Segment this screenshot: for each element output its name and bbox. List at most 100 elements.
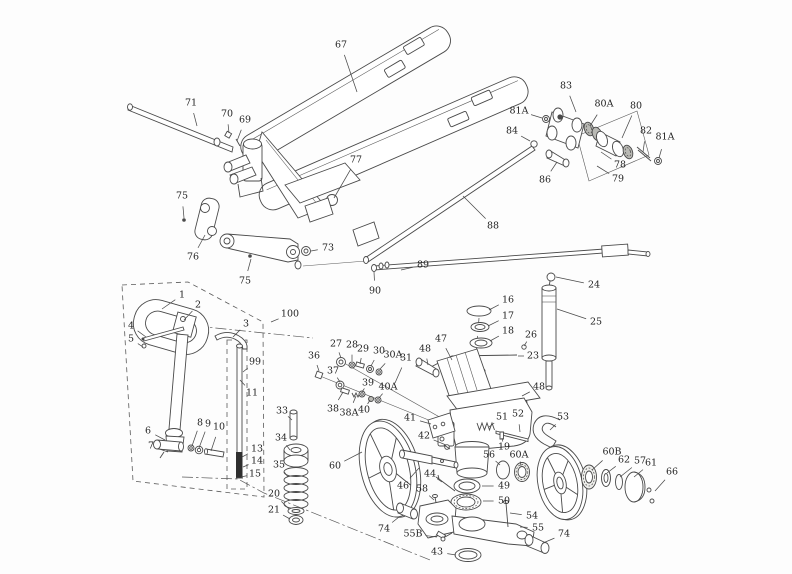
part-label-62: 62 bbox=[618, 455, 630, 466]
leader-line-37 bbox=[337, 378, 340, 382]
detail-outline-80 bbox=[577, 111, 649, 181]
bolt-54 bbox=[506, 503, 508, 527]
part-label-42: 42 bbox=[418, 431, 430, 442]
foot-bracket-right bbox=[353, 222, 379, 246]
part-label-75: 75 bbox=[239, 276, 251, 287]
part-label-5: 5 bbox=[128, 334, 134, 345]
part-label-11: 11 bbox=[246, 388, 258, 399]
leader-line-71 bbox=[194, 113, 197, 126]
leader-line-20 bbox=[281, 501, 289, 509]
leader-line-61 bbox=[634, 470, 643, 477]
leader-line-38 bbox=[338, 392, 343, 400]
clip-90 bbox=[379, 263, 383, 269]
part-label-82: 82 bbox=[640, 126, 652, 137]
leader-line-1 bbox=[162, 300, 175, 309]
rod-tip-13-14-15 bbox=[236, 452, 243, 478]
part-label-56: 56 bbox=[483, 450, 495, 461]
pull-rods bbox=[364, 141, 651, 272]
leader-line-30 bbox=[371, 360, 374, 366]
leader-line-11 bbox=[240, 380, 245, 385]
part-label-55: 55 bbox=[532, 523, 544, 534]
part-label-83: 83 bbox=[560, 81, 572, 92]
leader-line-6 bbox=[155, 435, 165, 440]
leader-line-86 bbox=[551, 162, 557, 171]
leader-line-19 bbox=[502, 438, 503, 442]
part-label-10: 10 bbox=[213, 422, 225, 433]
fastener-chain-lower bbox=[315, 371, 381, 403]
part-label-50: 50 bbox=[498, 496, 510, 507]
part-label-36: 36 bbox=[308, 351, 320, 362]
part-label-25: 25 bbox=[590, 317, 602, 328]
leader-line-80 bbox=[622, 116, 632, 138]
part-label-76: 76 bbox=[187, 252, 199, 263]
part-label-46: 46 bbox=[397, 481, 409, 492]
part-label-37: 37 bbox=[327, 366, 339, 377]
leader-line-46 bbox=[410, 468, 419, 478]
part-label-24: 24 bbox=[588, 280, 600, 291]
part-label-84: 84 bbox=[506, 126, 518, 137]
leader-line-24 bbox=[556, 277, 584, 283]
leader-line-69 bbox=[237, 130, 241, 141]
part-label-88: 88 bbox=[487, 221, 499, 232]
part-label-86: 86 bbox=[539, 175, 551, 186]
part-label-26: 26 bbox=[525, 330, 537, 341]
part-label-57: 57 bbox=[634, 456, 646, 467]
leader-line-43 bbox=[447, 554, 456, 555]
part-label-17: 17 bbox=[502, 311, 514, 322]
part-label-99: 99 bbox=[249, 357, 261, 368]
part-label-90: 90 bbox=[369, 286, 381, 297]
part-label-69: 69 bbox=[239, 115, 251, 126]
leader-line-38A bbox=[353, 396, 356, 403]
leader-line-80A bbox=[590, 115, 597, 126]
part-label-4: 4 bbox=[128, 321, 134, 332]
part-label-100: 100 bbox=[281, 309, 299, 320]
pin-69 bbox=[236, 139, 240, 146]
leader-line-25 bbox=[557, 309, 586, 319]
roller-right bbox=[621, 144, 634, 160]
part-label-89: 89 bbox=[417, 260, 429, 271]
leader-line-5 bbox=[138, 344, 143, 347]
leader-line-4 bbox=[138, 331, 146, 337]
leader-line-3 bbox=[233, 330, 240, 337]
leader-line-88 bbox=[463, 196, 486, 219]
pump-assembly bbox=[315, 306, 560, 478]
load-wheel-assembly bbox=[531, 440, 654, 524]
rod-88 bbox=[365, 146, 535, 262]
leader-line-60A bbox=[520, 462, 521, 466]
leader-line-15 bbox=[241, 476, 247, 477]
leader-line-62 bbox=[607, 466, 616, 473]
part-label-79: 79 bbox=[612, 174, 624, 185]
leader-line-57 bbox=[620, 467, 632, 477]
part-label-33: 33 bbox=[276, 406, 288, 417]
ball-24 bbox=[547, 273, 555, 281]
part-label-52: 52 bbox=[512, 409, 524, 420]
pin-below-lever bbox=[295, 261, 301, 269]
leader-line-26 bbox=[524, 342, 527, 346]
bolt-36 bbox=[315, 371, 323, 379]
foot-bracket-left bbox=[305, 198, 333, 222]
leader-line-31 bbox=[395, 368, 402, 383]
leader-line-16 bbox=[489, 305, 499, 310]
clamp-53 bbox=[533, 416, 560, 448]
part-label-34: 34 bbox=[275, 433, 287, 444]
leader-line-40 bbox=[368, 400, 370, 404]
tiller-head bbox=[128, 104, 264, 197]
part-label-58: 58 bbox=[416, 484, 428, 495]
pin-84 bbox=[531, 141, 537, 147]
part-label-51: 51 bbox=[496, 412, 508, 423]
roller-carrier-assembly bbox=[543, 108, 662, 181]
leader-line-51 bbox=[489, 423, 494, 427]
part-label-73: 73 bbox=[322, 243, 334, 254]
part-label-44: 44 bbox=[424, 469, 436, 480]
part-label-40A: 40A bbox=[379, 382, 398, 393]
leader-line-78 bbox=[601, 152, 611, 159]
part-label-30A: 30A bbox=[384, 350, 403, 361]
part-label-3: 3 bbox=[243, 319, 249, 330]
leader-line-75 bbox=[248, 259, 251, 271]
pin-38 bbox=[341, 388, 350, 394]
cap-61 bbox=[625, 472, 643, 502]
part-label-1: 1 bbox=[179, 290, 185, 301]
wire-23 bbox=[429, 355, 517, 368]
part-label-74: 74 bbox=[378, 524, 390, 535]
part-label-67: 67 bbox=[335, 40, 347, 51]
